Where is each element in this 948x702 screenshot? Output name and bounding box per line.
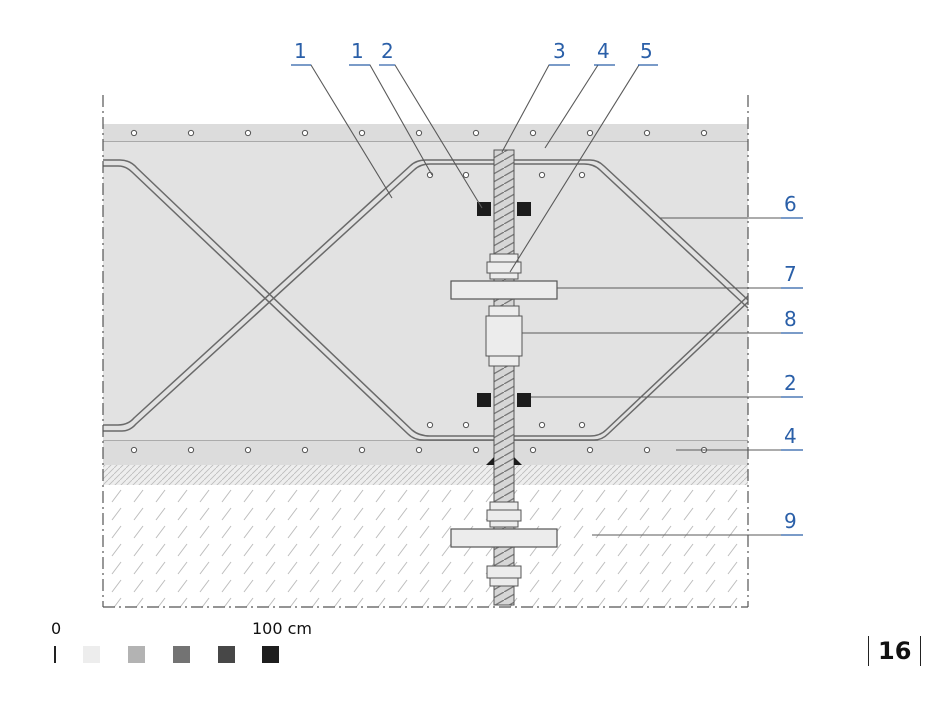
panel-core xyxy=(103,142,748,441)
section-break-lines xyxy=(102,95,749,607)
coupling-sleeve xyxy=(485,305,523,367)
anchor-plate xyxy=(450,280,558,300)
grout-fillet xyxy=(486,457,522,465)
rebar-dot xyxy=(529,129,537,137)
rebar-dot xyxy=(187,129,195,137)
rebar-dot xyxy=(578,421,586,429)
callout-3: 3 xyxy=(553,39,566,63)
lower-facing-layer xyxy=(103,441,748,465)
rebar-dot xyxy=(586,446,594,454)
callout-2-top: 2 xyxy=(381,39,394,63)
rebar-dot xyxy=(244,446,252,454)
callout-2-bottom: 2 xyxy=(784,371,797,395)
callout-6: 6 xyxy=(784,192,797,216)
rebar-dot xyxy=(244,129,252,137)
page-number: 16 xyxy=(868,636,922,666)
rebar-dot xyxy=(415,129,423,137)
lower-nut-assembly xyxy=(450,501,558,587)
rebar-dot xyxy=(643,129,651,137)
rebar-dot xyxy=(130,129,138,137)
scale-swatch-1 xyxy=(83,646,100,663)
callout-1a: 1 xyxy=(294,39,307,63)
callout-8: 8 xyxy=(784,307,797,331)
scale-end-label: 100 cm xyxy=(252,619,313,638)
scale-swatch-5 xyxy=(262,646,279,663)
truss-reinforcement xyxy=(103,159,749,441)
callout-labels: 1 1 2 3 4 5 6 7 8 2 4 9 xyxy=(294,39,797,533)
rebar-dot xyxy=(586,129,594,137)
upper-nut xyxy=(486,253,522,280)
scale-swatch-2 xyxy=(128,646,145,663)
rebar-dot xyxy=(187,446,195,454)
callout-underlines xyxy=(291,64,803,536)
rebar-dot xyxy=(462,421,470,429)
callout-4-bottom: 4 xyxy=(784,424,797,448)
rebar-dot xyxy=(462,171,470,179)
callout-9: 9 xyxy=(784,509,797,533)
rebar-dot xyxy=(472,129,480,137)
rebar-dot xyxy=(301,446,309,454)
rebar-dot xyxy=(529,446,537,454)
rebar-dot xyxy=(130,446,138,454)
scale-start-label: 0 xyxy=(51,619,62,638)
rebar-dot xyxy=(472,446,480,454)
rebar-dots xyxy=(130,129,708,454)
scale-swatch-3 xyxy=(173,646,190,663)
rebar-dot xyxy=(426,421,434,429)
rebar-dot xyxy=(538,421,546,429)
rebar-dot xyxy=(358,129,366,137)
rebar-dot xyxy=(301,129,309,137)
callout-7: 7 xyxy=(784,262,797,286)
rebar-dot xyxy=(700,129,708,137)
rebar-dot xyxy=(578,171,586,179)
callout-1b: 1 xyxy=(351,39,364,63)
rebar-dot xyxy=(358,446,366,454)
upper-facing-layer xyxy=(103,124,748,142)
rebar-dot xyxy=(538,171,546,179)
rebar-dot xyxy=(643,446,651,454)
rebar-dot xyxy=(415,446,423,454)
callout-5: 5 xyxy=(640,39,653,63)
scale-swatch-4 xyxy=(218,646,235,663)
scale-zero-tick xyxy=(54,646,56,663)
bedding-hatch xyxy=(103,465,748,485)
callout-4-top: 4 xyxy=(597,39,610,63)
foundation-concrete xyxy=(103,485,748,607)
